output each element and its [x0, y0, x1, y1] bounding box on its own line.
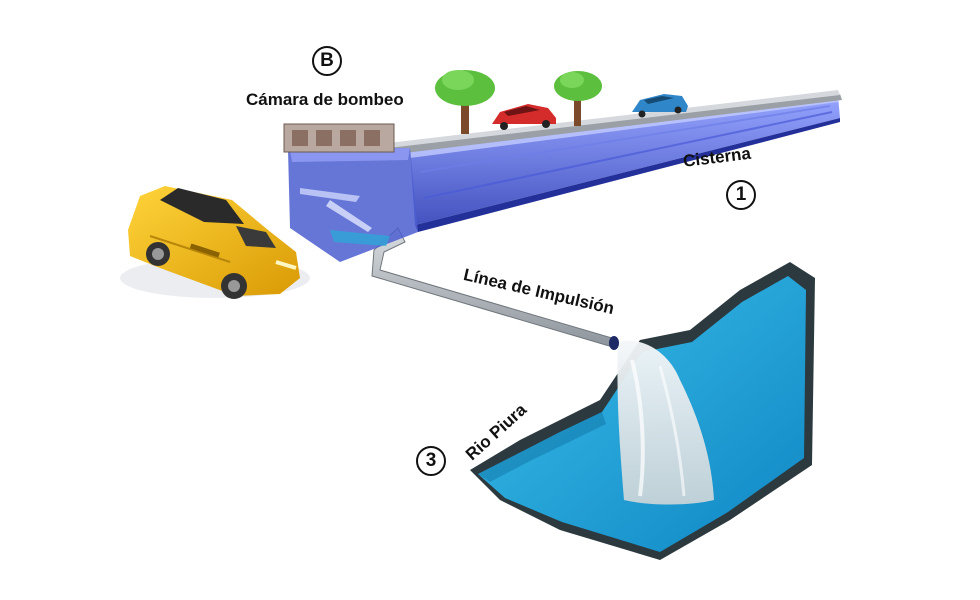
tree-icon: [435, 70, 495, 134]
tree-icon: [554, 71, 602, 126]
blue-car-icon: [632, 94, 688, 118]
red-car-icon: [492, 104, 556, 130]
taxi-car-icon: [120, 186, 310, 299]
pump-chamber-label: Cámara de bombeo: [246, 90, 404, 109]
river-marker: 3: [416, 446, 446, 476]
pump-chamber: [283, 123, 418, 262]
cistern: [410, 96, 840, 232]
cistern-marker: 1: [726, 180, 756, 210]
road-strip: [380, 90, 842, 156]
waterfall: [617, 340, 714, 505]
pump-chamber-marker: B: [312, 46, 342, 76]
